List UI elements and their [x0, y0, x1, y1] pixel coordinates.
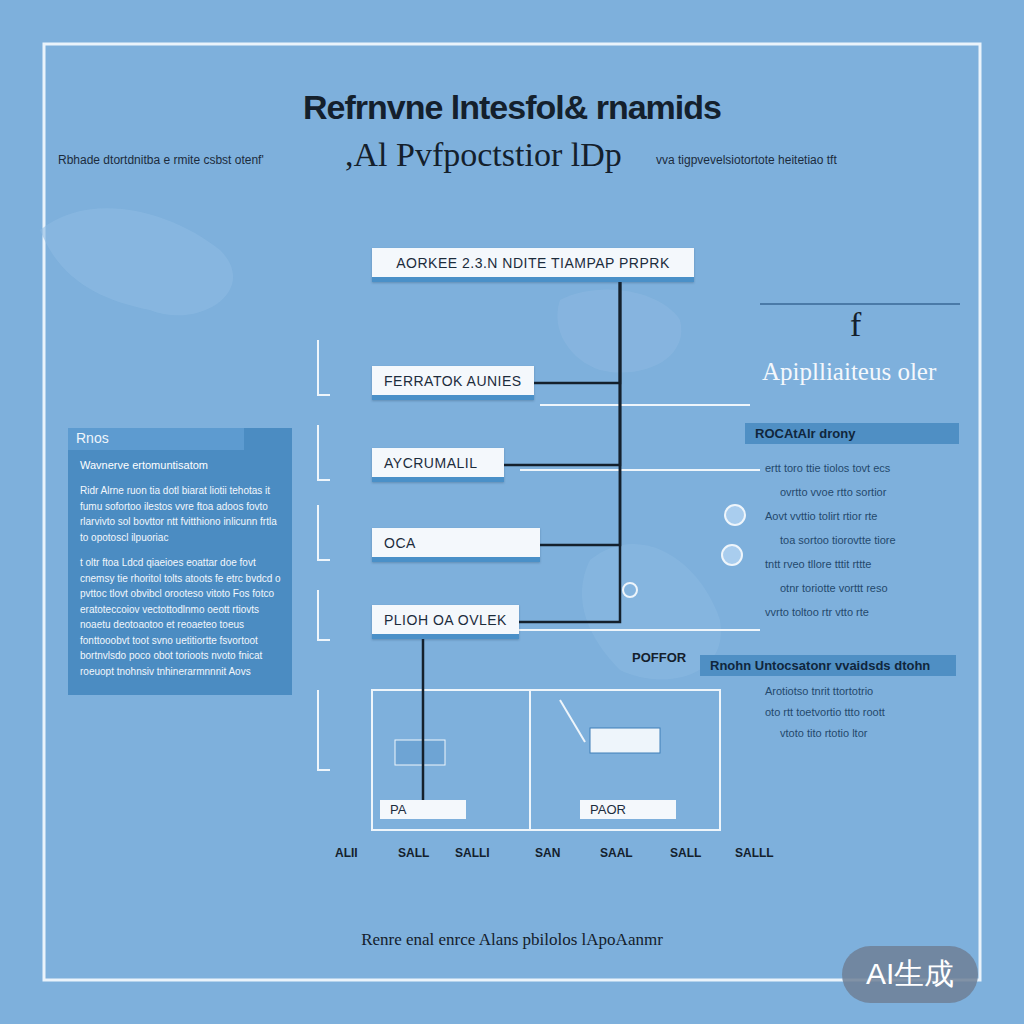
- label: otnr toriotte vorttt reso: [780, 582, 888, 594]
- label: vva tigpvevelsiotortote heitetiao tft: [656, 153, 837, 167]
- dot: [725, 505, 745, 525]
- connector: [540, 282, 620, 545]
- node-text: PAOR: [590, 802, 666, 817]
- label: SAN: [535, 846, 560, 860]
- label: vtoto tito rtotio ltor: [780, 727, 867, 739]
- node-text: Wavnerve ertomuntisatom: [68, 450, 292, 478]
- process-box: PAOR: [580, 800, 676, 819]
- label: oto rtt toetvortio ttto roott: [765, 706, 885, 718]
- label: SAAL: [600, 846, 633, 860]
- label: ertt toro ttie tiolos tovt ecs: [765, 462, 890, 474]
- banner: Rnohn Untocsatonr vvaidsds dtohn: [700, 655, 956, 676]
- node-text: OCA: [384, 535, 528, 551]
- label: Arotiotso tnrit ttortotrio: [765, 685, 873, 697]
- label: tntt rveo tllore tttit rttte: [765, 558, 871, 570]
- dot: [722, 545, 742, 565]
- leader-lines: [500, 405, 760, 630]
- title: Refrnvne lntesfol& rnamids: [0, 88, 1024, 127]
- connector-line: [540, 282, 620, 545]
- outline-rect: [372, 690, 530, 830]
- bracket-lines: [318, 340, 330, 770]
- node-text: AORKEE 2.3.N NDITE TIAMPAP PRPRK: [384, 255, 682, 271]
- node-text: Ridr Alrne ruon tia dotl biarat liotii t…: [68, 477, 292, 549]
- connector: [534, 282, 620, 383]
- connector-line: [422, 639, 425, 800]
- connector-line: [534, 282, 620, 383]
- label: f: [850, 306, 861, 344]
- dot: [623, 583, 637, 597]
- process-box: PA: [380, 800, 466, 819]
- label: SALL: [398, 846, 429, 860]
- label: ,Al Pvfpoctstior lDp: [345, 136, 622, 174]
- node-text: PA: [390, 802, 456, 817]
- node-text: Rnos: [68, 428, 244, 450]
- label: SALLL: [735, 846, 774, 860]
- screen-icon: [395, 740, 445, 765]
- connector: [519, 282, 620, 622]
- label: Aovt vvttio tolirt rtior rte: [765, 510, 877, 522]
- label: ovrtto vvoe rtto sortior: [780, 486, 886, 498]
- node-text: ROCAtAlr drony: [755, 426, 949, 441]
- rule: [760, 303, 960, 305]
- label: POFFOR: [632, 650, 686, 665]
- outline-rect: [530, 690, 720, 830]
- process-box: FERRATOK AUNIES: [372, 366, 534, 400]
- banner: ROCAtAlr drony: [745, 423, 959, 444]
- map-shape: [40, 208, 233, 315]
- label: SALLI: [455, 846, 490, 860]
- leader-lines: [560, 700, 585, 742]
- label: ALII: [335, 846, 358, 860]
- info-panel: RnosWavnerve ertomuntisatomRidr Alrne ru…: [68, 428, 292, 695]
- label: vvrto toltoo rtr vtto rte: [765, 606, 869, 618]
- node-text: AYCRUMALIL: [384, 455, 492, 471]
- connector: [423, 639, 424, 800]
- frame: [44, 44, 980, 980]
- process-box: PLIOH OA OVLEK: [372, 605, 519, 639]
- node-text: PLIOH OA OVLEK: [384, 612, 507, 628]
- node-text: t oltr ftoa Ldcd qiaeioes eoattar doe fo…: [68, 549, 292, 683]
- label: Rbhade dtortdnitba e rmite csbst otenf': [58, 153, 264, 167]
- node-text: FERRATOK AUNIES: [384, 373, 522, 389]
- label: toa sortoo tiorovtte tiore: [780, 534, 896, 546]
- process-box: AORKEE 2.3.N NDITE TIAMPAP PRPRK: [372, 248, 694, 282]
- connector-line: [519, 282, 620, 622]
- watermark: AI生成: [842, 946, 978, 1003]
- label: Apiplliaiteus oler: [762, 358, 936, 386]
- process-box: OCA: [372, 528, 540, 562]
- label: SALL: [670, 846, 701, 860]
- node-text: Rnohn Untocsatonr vvaidsds dtohn: [710, 658, 946, 673]
- process-box: AYCRUMALIL: [372, 448, 504, 482]
- screen-icon: [590, 728, 660, 753]
